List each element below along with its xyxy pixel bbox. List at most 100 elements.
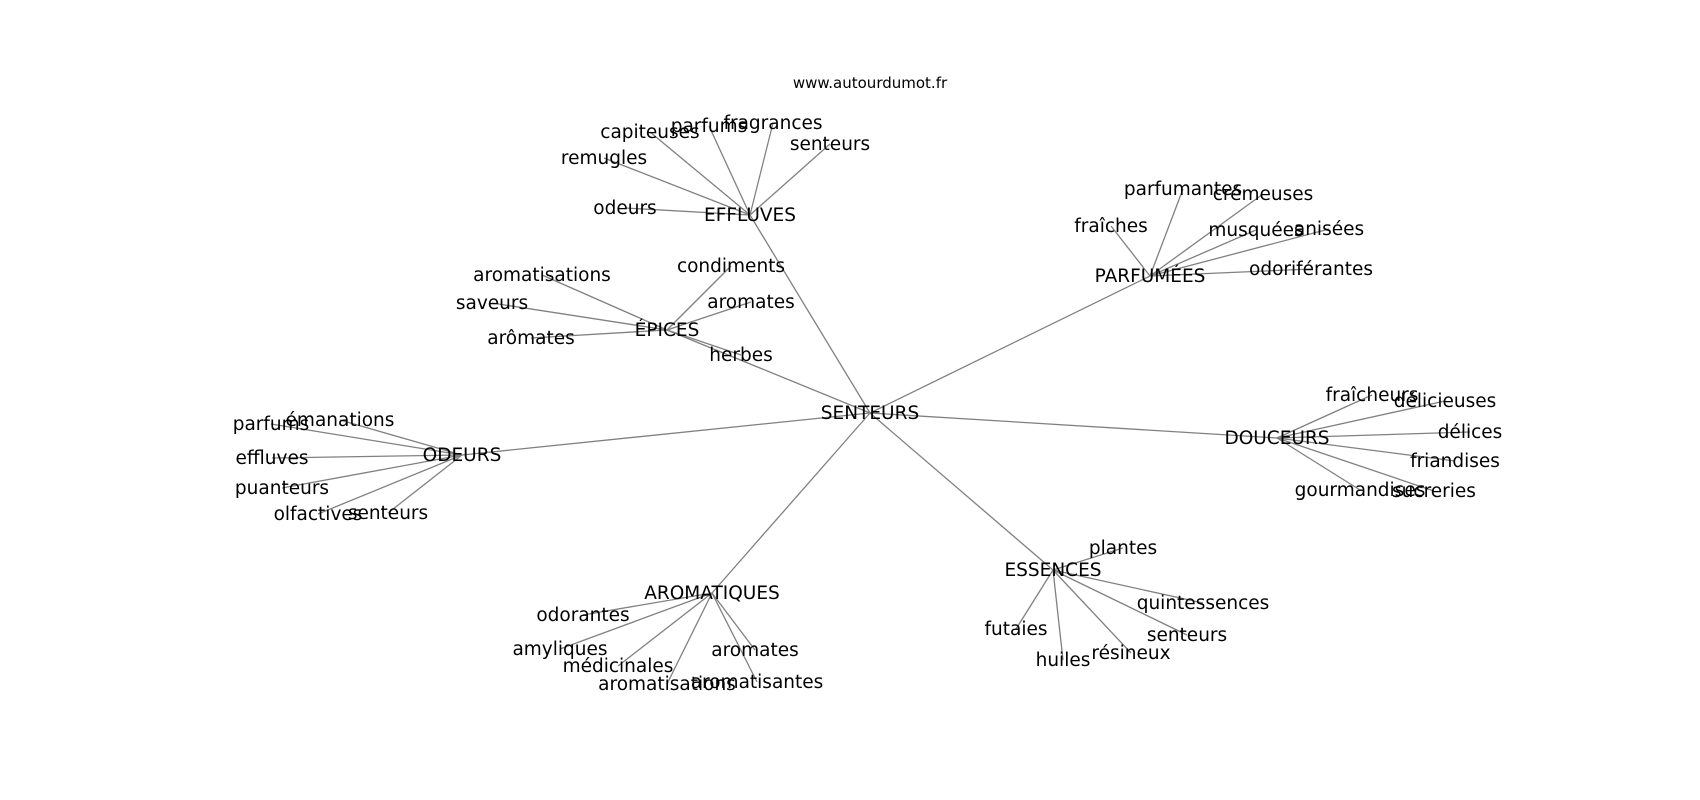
leaf-node[interactable]: fraîches [1074,216,1148,237]
edge-hub-leaf [711,592,756,651]
edge-hub-leaf [541,274,668,331]
leaf-node[interactable]: sucreries [1392,481,1476,502]
leaf-node[interactable]: résineux [1091,643,1170,664]
edge-hub-leaf [387,454,463,514]
edge-hub-leaf [666,592,713,685]
edge-hub-leaf [1052,569,1064,661]
edge-center-hub [711,412,871,594]
leaf-node[interactable]: quintessences [1137,593,1270,614]
edge-hub-leaf [339,419,463,456]
edge-hub-leaf [1052,569,1204,604]
leaf-node[interactable]: senteurs [348,503,428,524]
leaf-node[interactable]: fraîcheurs [1326,385,1419,406]
nodes-layer: SENTEURSEFFLUVEScapiteusesparfumsfragran… [233,113,1503,695]
leaf-node[interactable]: parfumantes [1124,179,1242,200]
leaf-node[interactable]: herbes [709,345,772,366]
hub-node[interactable]: EFFLUVES [704,205,796,226]
edge-center-hub [869,412,1278,439]
leaf-node[interactable]: aromatisantes [691,672,824,693]
leaf-node[interactable]: saveurs [456,293,528,314]
edge-hub-leaf [749,122,774,216]
leaf-node[interactable]: musquées [1208,220,1303,241]
edge-hub-leaf [582,592,713,616]
edge-hub-leaf [1052,547,1124,571]
leaf-node[interactable]: senteurs [790,134,870,155]
edge-center-hub [461,412,871,456]
edge-hub-leaf [1052,569,1132,654]
center-node[interactable]: SENTEURS [821,403,919,424]
leaf-node[interactable]: aromates [707,292,795,313]
leaf-node[interactable]: fragrances [723,113,822,134]
edge-hub-leaf [666,301,752,331]
edge-hub-leaf [617,592,713,667]
leaf-node[interactable]: puanteurs [235,478,329,499]
leaf-node[interactable]: arômates [487,328,575,349]
leaf-node[interactable]: odorantes [536,605,629,626]
leaf-node[interactable]: senteurs [1147,625,1227,646]
hub-node[interactable]: ÉPICES [635,319,700,341]
edge-hub-leaf [649,131,751,216]
edge-hub-leaf [1149,228,1330,277]
edge-hub-leaf [559,592,713,650]
edge-hub-leaf [624,207,751,216]
edge-hub-leaf [603,157,751,216]
edge-hub-leaf [1276,400,1446,439]
leaf-node[interactable]: parfums [671,116,748,137]
edge-hub-leaf [666,265,732,331]
leaf-node[interactable]: aromatisations [598,674,736,695]
edge-hub-leaf [1149,268,1312,277]
edge-hub-leaf [1276,437,1435,492]
edge-hub-leaf [491,302,668,331]
edge-hub-leaf [1052,569,1188,636]
edge-hub-leaf [270,423,463,456]
leaf-node[interactable]: délicieuses [1394,391,1496,412]
edge-hub-leaf [749,143,831,216]
edge-hub-leaf [1149,188,1184,277]
source-label: www.autourdumot.fr [793,74,948,92]
edge-hub-leaf [1276,437,1456,462]
edge-hub-leaf [1276,437,1361,491]
edge-hub-leaf [1015,569,1054,630]
leaf-node[interactable]: amyliques [512,639,607,660]
leaf-node[interactable]: gourmandises [1295,480,1426,501]
edge-hub-leaf [271,454,463,459]
edge-hub-leaf [1276,394,1373,439]
edge-center-hub [749,214,871,414]
hub-node[interactable]: DOUCEURS [1224,428,1329,449]
leaf-node[interactable]: émanations [286,410,395,431]
leaf-node[interactable]: aromatisations [473,265,611,286]
hub-node[interactable]: PARFUMÉES [1095,265,1206,287]
edge-center-hub [869,412,1054,571]
edges-layer [270,122,1471,685]
edge-hub-leaf [1110,225,1151,277]
edge-hub-leaf [1276,431,1471,439]
hub-node[interactable]: AROMATIQUES [644,583,780,604]
leaf-node[interactable]: capiteuses [600,122,699,143]
edge-hub-leaf [1149,229,1257,277]
leaf-node[interactable]: friandises [1410,451,1500,472]
edge-hub-leaf [317,454,463,515]
leaf-node[interactable]: crémeuses [1213,184,1314,205]
leaf-node[interactable]: anisées [1294,219,1364,240]
leaf-node[interactable]: aromates [711,640,799,661]
hub-node[interactable]: ODEURS [423,445,502,466]
leaf-node[interactable]: remugles [561,148,647,169]
leaf-node[interactable]: parfums [233,414,310,435]
edge-hub-leaf [281,454,463,489]
leaf-node[interactable]: olfactives [274,504,363,525]
hub-node[interactable]: ESSENCES [1004,560,1101,581]
leaf-node[interactable]: odeurs [593,198,656,219]
edge-hub-leaf [1149,193,1264,277]
leaf-node[interactable]: délices [1438,422,1503,443]
leaf-node[interactable]: huiles [1036,650,1091,671]
leaf-node[interactable]: médicinales [563,656,674,677]
edge-center-hub [869,275,1151,414]
leaf-node[interactable]: plantes [1089,538,1157,559]
leaf-node[interactable]: effluves [236,448,309,469]
edge-hub-leaf [530,329,668,339]
leaf-node[interactable]: odoriférantes [1249,259,1373,280]
leaf-node[interactable]: condiments [677,256,785,277]
leaf-node[interactable]: futaies [985,619,1048,640]
